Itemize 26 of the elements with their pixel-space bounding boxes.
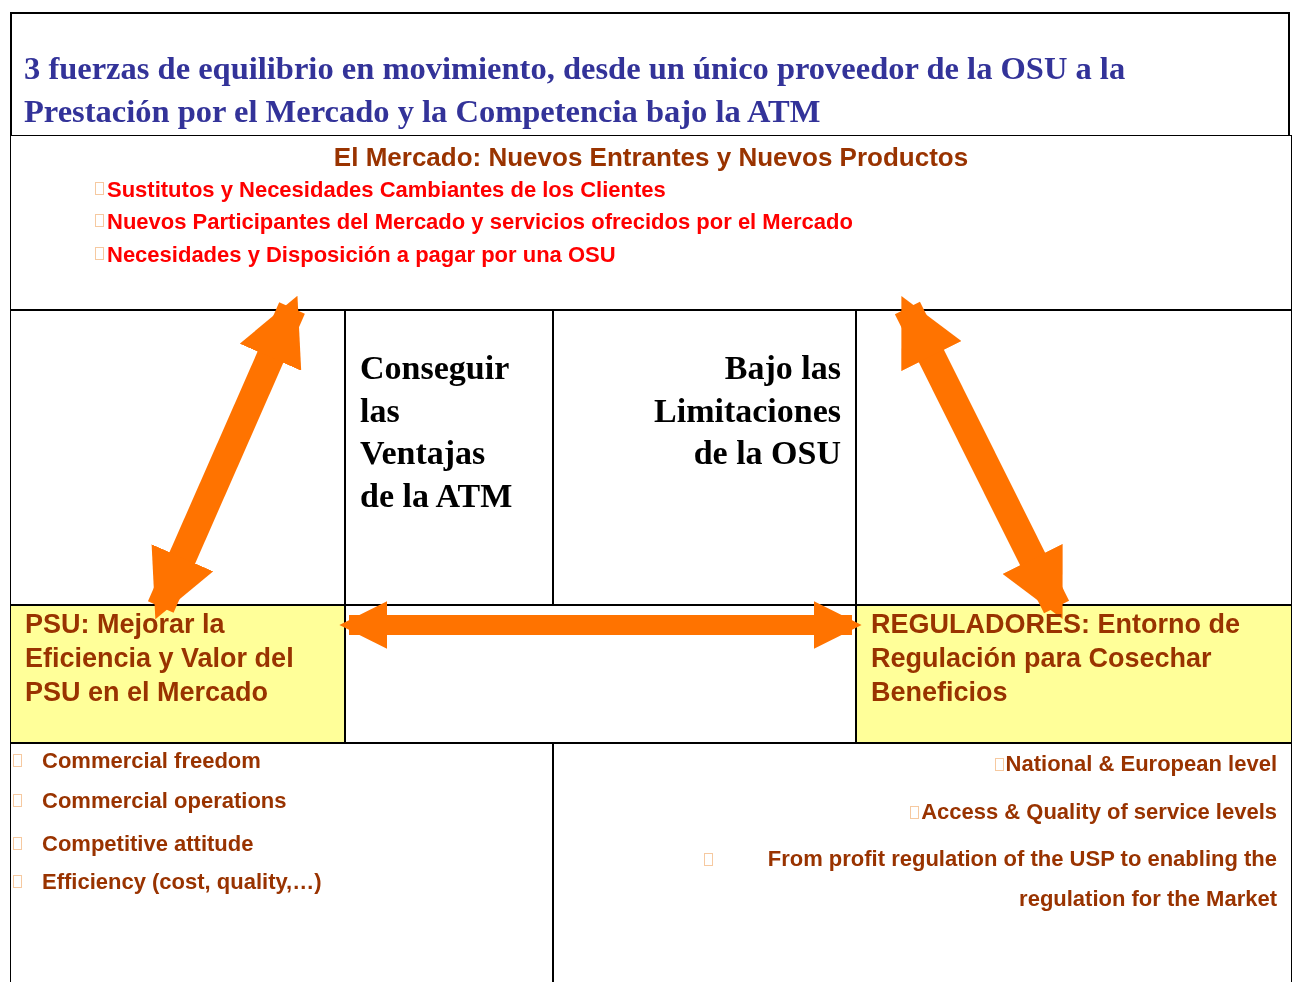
double-arrow [147, 295, 305, 620]
diagram-title: 3 fuerzas de equilibrio en movimiento, desde un único proveedor de la OSU a la Prestación por el Mercado y la Competencia bajo la ATM [24, 49, 1127, 131]
bullet-text: Efficiency (cost, quality,…) [42, 869, 322, 896]
bullet-text: Sustitutos y Necesidades Cambiantes de los Clientes [107, 177, 666, 203]
bullet-text: Commercial freedom [42, 748, 261, 775]
bullet-text: Access & Quality of service levels [921, 797, 1277, 826]
list-cell [553, 743, 1292, 982]
market-panel [10, 135, 1292, 310]
actor-box [10, 605, 345, 743]
bullet-text: National & European level [1005, 750, 1277, 778]
bullet-text: Commercial operations [42, 788, 287, 815]
actor-box [856, 605, 1292, 743]
text-cell [345, 310, 553, 605]
double-arrow [339, 601, 862, 649]
actor-label: PSU: Mejorar la Eficiencia y Valor del PSU en el Mercado [25, 608, 295, 709]
bullet-text: Nuevos Participantes del Mercado y servicios ofrecidos por el Mercado [107, 209, 853, 235]
cell-text: Bajo las Limitaciones de la OSU [653, 348, 841, 473]
double-arrow [894, 295, 1070, 620]
bullet-text: Competitive attitude [42, 830, 254, 858]
actor-label: REGULADORES: Entorno de Regulación para Cosechar Beneficios [871, 608, 1241, 709]
text-cell [553, 310, 856, 605]
list-cell [10, 743, 553, 982]
cell-text: Conseguir las Ventajas de la ATM [360, 348, 514, 516]
panel-heading: El Mercado: Nuevos Entrantes y Nuevos Productos [332, 142, 970, 174]
bullet-text: Necesidades y Disposición a pagar por una OSU [107, 241, 616, 268]
bullet-text: From profit regulation of the USP to enabling the regulation for the Market [766, 845, 1277, 913]
